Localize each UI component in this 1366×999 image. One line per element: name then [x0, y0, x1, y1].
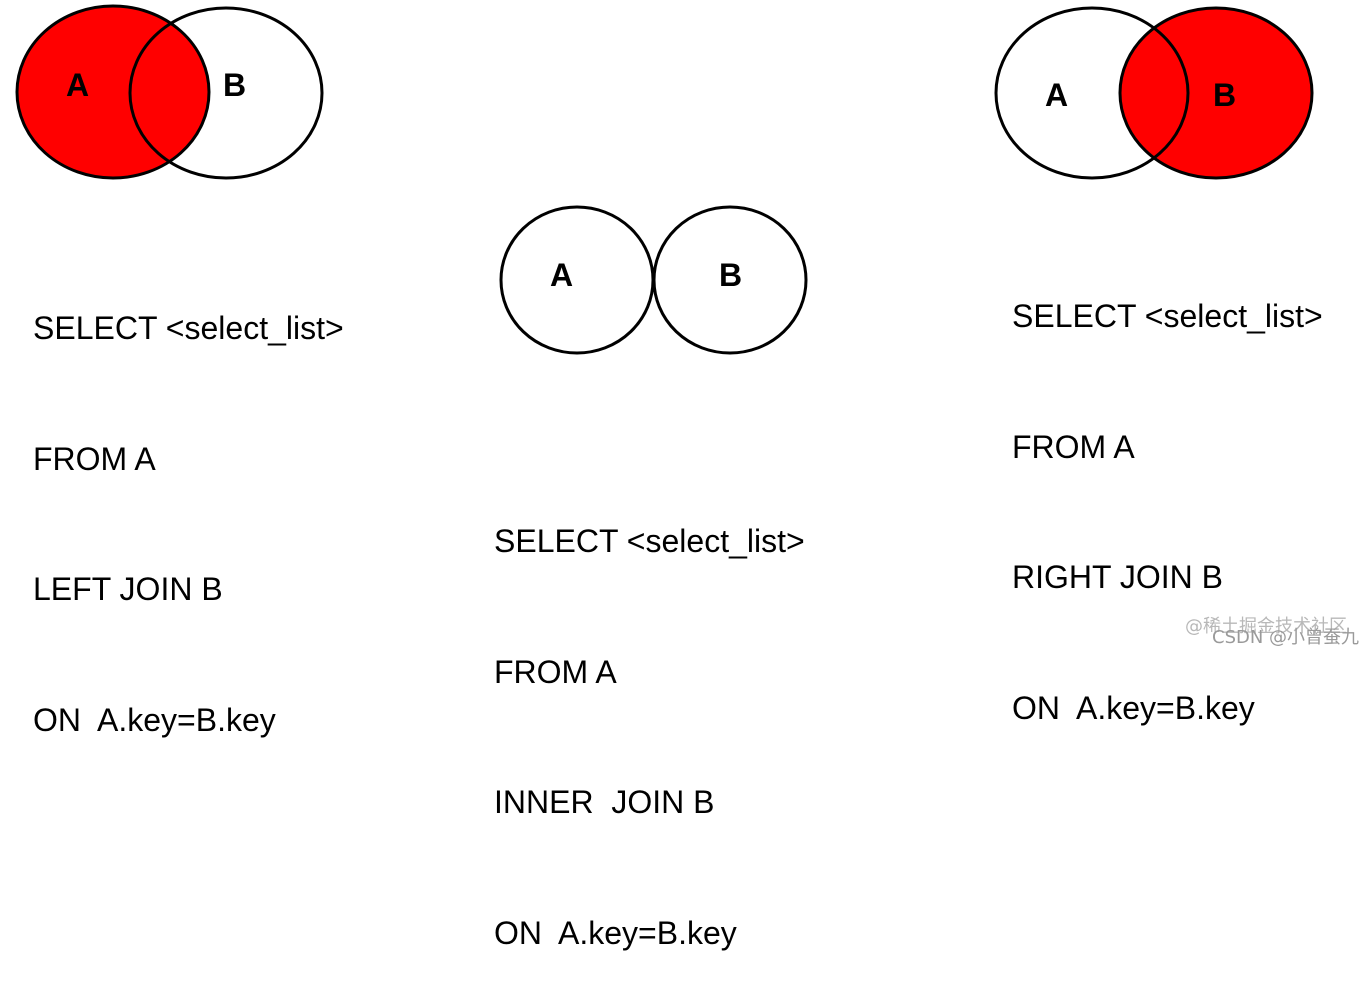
left-join-label-b: B — [223, 67, 246, 103]
right-join-sql-line-2: FROM A — [1012, 428, 1135, 465]
right-join-venn: A B — [994, 6, 1314, 180]
inner-join-sql-line-3: INNER JOIN B — [494, 784, 715, 820]
left-join-label-a: A — [66, 67, 89, 103]
left-join-circle-b — [128, 6, 324, 180]
inner-join-label-b: B — [719, 257, 742, 293]
right-join-circle-b — [1120, 8, 1312, 178]
inner-join-sql-line-2: FROM A — [494, 653, 617, 690]
inner-join-venn: A B — [499, 205, 808, 355]
left-join-sql-line-4: ON A.key=B.key — [33, 701, 276, 738]
left-join-sql: SELECT <select_list> FROM A LEFT JOIN B … — [33, 220, 344, 786]
inner-join-circle-b — [652, 205, 808, 355]
csdn-watermark: CSDN @小曾蚕九 — [1212, 627, 1360, 648]
right-join-sql-line-3: RIGHT JOIN B — [1012, 559, 1223, 595]
right-join-sql-line-4: ON A.key=B.key — [1012, 689, 1255, 726]
right-join-label-a: A — [1045, 77, 1068, 113]
inner-join-sql: SELECT <select_list> FROM A INNER JOIN B… — [494, 433, 805, 999]
left-join-sql-line-2: FROM A — [33, 440, 156, 477]
left-join-sql-line-1: SELECT <select_list> — [33, 310, 344, 346]
left-join-sql-line-3: LEFT JOIN B — [33, 571, 223, 607]
juejin-watermark: @稀土掘金技术社区 — [1185, 616, 1347, 637]
inner-join-sql-line-1: SELECT <select_list> — [494, 523, 805, 559]
right-join-sql: SELECT <select_list> FROM A RIGHT JOIN B… — [1012, 208, 1323, 774]
inner-join-sql-line-4: ON A.key=B.key — [494, 914, 737, 951]
left-join-circle-a — [17, 6, 209, 178]
inner-join-label-a: A — [550, 257, 573, 293]
left-join-venn: A B — [15, 4, 324, 180]
right-join-label-b: B — [1213, 77, 1236, 113]
right-join-sql-line-1: SELECT <select_list> — [1012, 298, 1323, 334]
right-join-circle-a — [994, 6, 1190, 180]
right-join-circle-b-outline — [1118, 6, 1314, 180]
left-join-circle-a-outline — [15, 4, 211, 180]
